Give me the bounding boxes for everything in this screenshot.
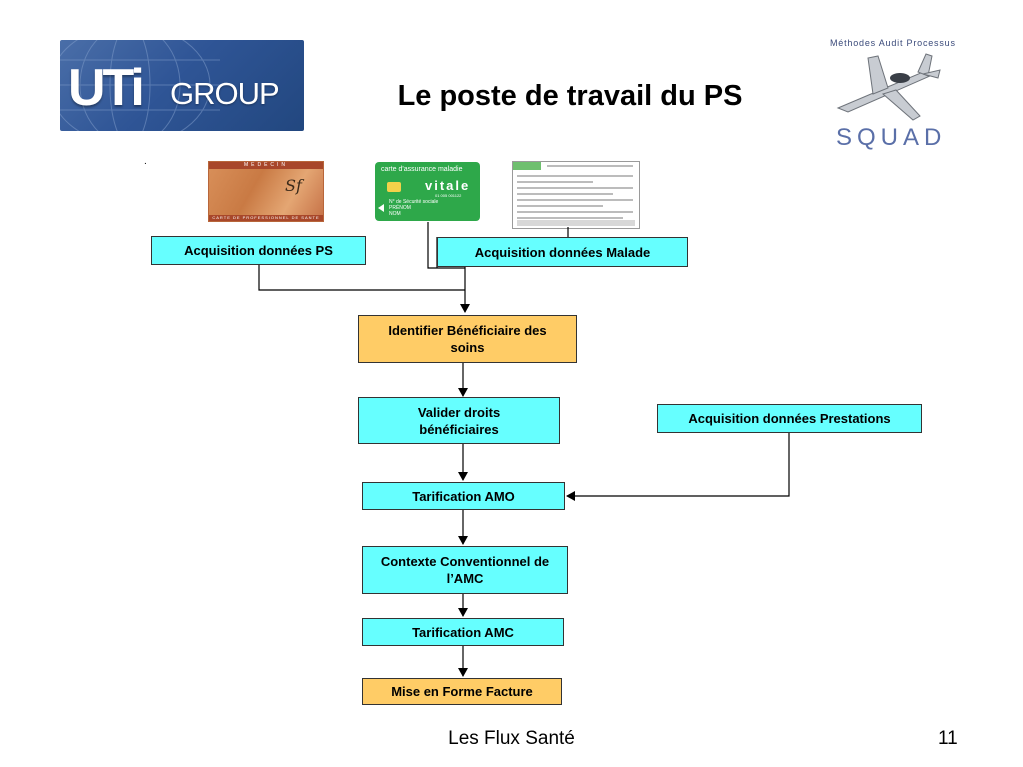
globe-grid-icon — [60, 40, 220, 131]
card-signature: Sf — [285, 176, 302, 195]
form-lines-icon — [517, 165, 635, 226]
box-tarification-amc: Tarification AMC — [362, 618, 564, 646]
box-acquisition-ps: Acquisition données PS — [151, 236, 366, 265]
chip-icon — [387, 182, 401, 192]
arrow-prestations-amo — [566, 432, 790, 501]
vitale-card-image: carte d'assurance maladie vitale 01 005 … — [375, 162, 480, 221]
uti-logo-main: UTi — [68, 59, 145, 117]
page-number: 11 — [938, 728, 958, 749]
box-contexte-conventionnel: Contexte Conventionnel de l’AMC — [362, 546, 568, 594]
connector-ps — [258, 265, 465, 291]
uti-logo-group: GROUP — [170, 76, 280, 111]
airplane-icon — [836, 53, 941, 121]
vitale-card-line1: carte d'assurance maladie — [381, 166, 463, 173]
squad-tagline: Méthodes Audit Processus — [830, 38, 956, 48]
page-title: Le poste de travail du PS — [397, 80, 743, 112]
stray-mark: . — [144, 156, 147, 167]
box-identifier-beneficiaire: Identifier Bénéficiaire des soins — [358, 315, 577, 363]
connector-vitale — [427, 222, 465, 269]
vitale-card-holder: N° de Sécurité sociale PRÉNOM NOM — [389, 199, 439, 217]
box-acquisition-prestations: Acquisition données Prestations — [657, 404, 922, 433]
card-bottom-strip: CARTE DE PROFESSIONNEL DE SANTE — [209, 215, 323, 221]
box-tarification-amo: Tarification AMO — [362, 482, 565, 510]
vitale-brand: vitale — [425, 178, 471, 193]
arrow-left-icon — [378, 204, 384, 212]
box-acquisition-malade: Acquisition données Malade — [437, 237, 688, 267]
claim-form-image — [512, 161, 640, 229]
uti-group-logo: UTi GROUP — [60, 40, 304, 131]
vitale-card-number: 01 005 001122 — [435, 193, 462, 198]
footer-text: Les Flux Santé — [448, 728, 575, 749]
squad-wordmark: SQUAD — [836, 124, 947, 151]
form-header-band — [513, 162, 541, 170]
box-mise-en-forme-facture: Mise en Forme Facture — [362, 678, 562, 705]
health-professional-card-image: MEDECIN Sf CARTE DE PROFESSIONNEL DE SAN… — [208, 161, 324, 222]
box-valider-droits: Valider droits bénéficiaires — [358, 397, 560, 444]
card-top-strip: MEDECIN — [209, 162, 323, 169]
